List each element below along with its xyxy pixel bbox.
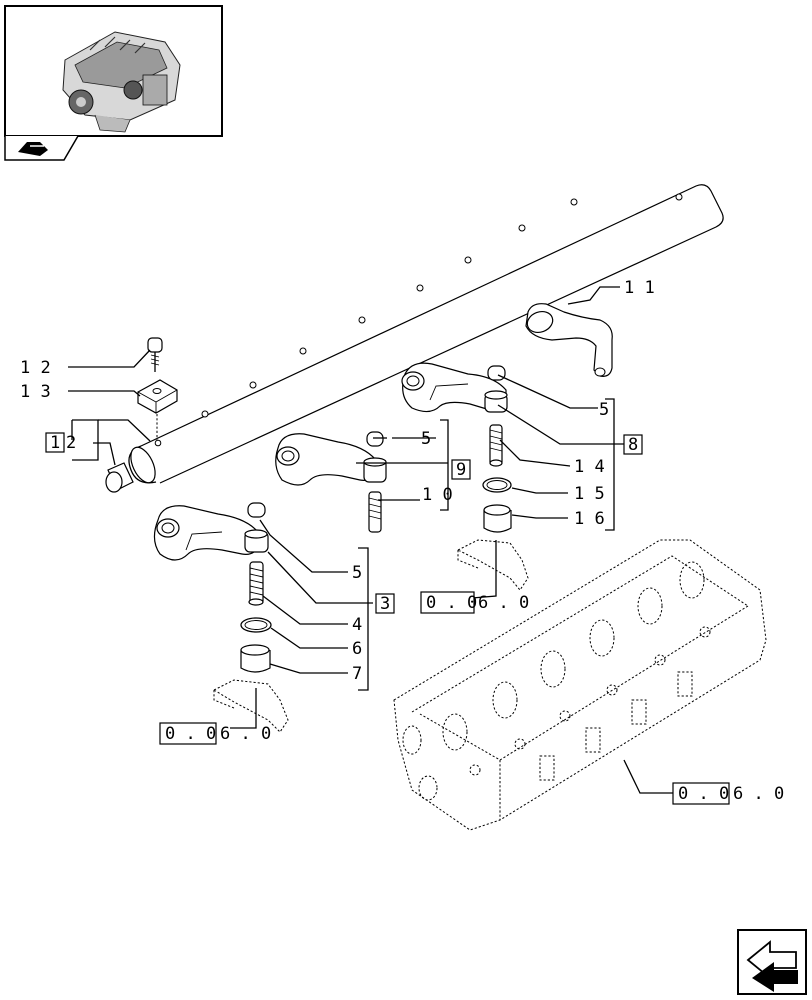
ref-b-tail-text: 6 . 0 [220,724,271,744]
rocker-arm-middle [275,433,377,486]
callout-4: 4 [352,615,362,635]
ref-box-a[interactable]: 0 . 0 6 . 0 [420,591,529,614]
cylinder-head [393,539,767,831]
ref-a-box-text: 0 . 0 [426,593,477,613]
callout-3: 3 [380,594,390,614]
rocker-arm-11 [525,303,613,377]
shaft-screw [147,337,163,372]
next-page-arrow-icon[interactable] [737,929,807,995]
callout-13: 1 3 [20,382,51,402]
callout-1: 1 [50,433,60,453]
adjuster-screw-middle [368,491,382,533]
book-tab-icon[interactable] [4,135,79,161]
shaft-plug [105,462,134,493]
callout-11: 1 1 [624,278,655,298]
callout-16: 1 6 [574,509,605,529]
callouts: 1 2 1 3 1 2 1 1 5 5 8 9 1 4 1 0 1 5 1 6 … [20,278,655,684]
adjuster-cap-left [244,502,269,553]
rocker-shaft [128,184,724,484]
ref-box-c[interactable]: 0 . 0 6 . 0 [672,782,784,805]
ref-c-box-text: 0 . 0 [678,784,729,804]
ref-box-b[interactable]: 0 . 0 6 . 0 [159,722,271,745]
callout-1-box: 1 [45,432,65,453]
engine-thumbnail[interactable] [4,5,223,137]
callout-8-box: 8 [623,434,643,455]
callout-12: 1 2 [20,358,51,378]
ref-b-box-text: 0 . 0 [165,724,216,744]
adjuster-cap-middle [363,431,387,483]
callout-2: 2 [66,433,76,453]
callout-5-left: 5 [352,563,362,583]
callout-7: 7 [352,664,362,684]
rocker-arm-left [153,505,259,561]
callout-14: 1 4 [574,457,605,477]
adjuster-screw-right [489,424,503,467]
callout-5-middle: 5 [421,429,431,449]
callout-15: 1 5 [574,484,605,504]
leader-lines [68,286,673,794]
oring-right [482,477,512,493]
callout-9: 9 [456,460,466,480]
callout-9-box: 9 [451,459,471,480]
adjuster-screw-left [248,561,264,606]
valve-bridge-left [212,679,289,733]
callout-8: 8 [628,435,638,455]
oring-left [240,617,272,633]
callout-10: 1 0 [422,485,453,505]
ref-a-tail-text: 6 . 0 [478,593,529,613]
callout-3-box: 3 [375,593,395,614]
callout-5-right: 5 [599,400,609,420]
callout-6: 6 [352,639,362,659]
shaft-bracket [137,379,178,440]
cup-right [483,504,512,533]
cup-left [240,644,271,673]
ref-c-tail-text: 6 . 0 [733,784,784,804]
valve-bridge-right [456,539,529,591]
